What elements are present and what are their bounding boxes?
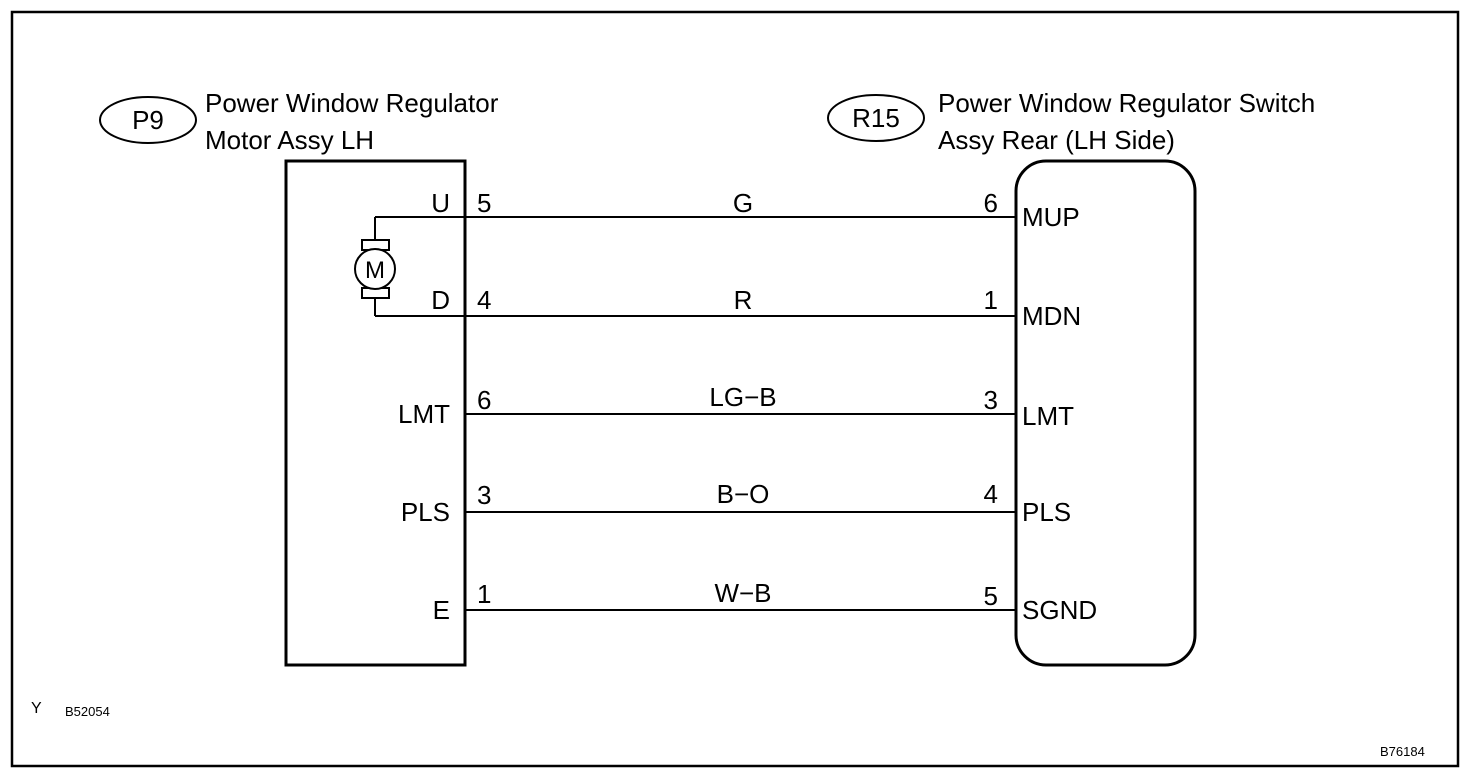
right-terminal-label: PLS [1022, 497, 1071, 527]
component-name-right-line2: Assy Rear (LH Side) [938, 125, 1175, 155]
left-terminal-label: PLS [401, 497, 450, 527]
wire-color-code: W−B [714, 578, 771, 608]
right-terminal-label: LMT [1022, 401, 1074, 431]
left-pin-number: 6 [477, 385, 491, 415]
wire-row: PLS 3 B−O 4 PLS [401, 479, 1071, 527]
component-name-left-line2: Motor Assy LH [205, 125, 374, 155]
wire-color-code: LG−B [709, 382, 776, 412]
connector-id-oval-left [99, 96, 197, 144]
right-pin-number: 3 [984, 385, 998, 415]
footer-ref-left: B52054 [65, 704, 110, 719]
left-pin-number: 3 [477, 480, 491, 510]
right-pin-number: 4 [984, 479, 998, 509]
motor-label: M [365, 257, 385, 284]
left-pin-number: 4 [477, 285, 491, 315]
left-pin-number: 1 [477, 579, 491, 609]
left-pin-number: 5 [477, 188, 491, 218]
left-terminal-label: LMT [398, 399, 450, 429]
wire-color-code: R [734, 285, 753, 315]
component-name-right-line1: Power Window Regulator Switch [938, 88, 1315, 118]
connector-id-oval-right [827, 94, 925, 142]
right-pin-number: 6 [984, 188, 998, 218]
motor-circle [354, 248, 396, 290]
connector-id-left: P9 [132, 105, 164, 135]
right-terminal-label: MUP [1022, 202, 1080, 232]
left-terminal-label: U [431, 188, 450, 218]
wire-row: U 5 G 6 MUP [375, 188, 1080, 232]
left-terminal-label: D [431, 285, 450, 315]
right-terminal-label: MDN [1022, 301, 1081, 331]
right-pin-number: 1 [984, 285, 998, 315]
wire-row: D 4 R 1 MDN [375, 285, 1081, 331]
motor-symbol: M [354, 217, 396, 316]
right-pin-number: 5 [984, 581, 998, 611]
component-name-left-line1: Power Window Regulator [205, 88, 499, 118]
wire-row: E 1 W−B 5 SGND [433, 578, 1097, 625]
right-terminal-label: SGND [1022, 595, 1097, 625]
wire-color-code: G [733, 188, 753, 218]
wire-row: LMT 6 LG−B 3 LMT [398, 382, 1074, 431]
connector-id-right: R15 [852, 103, 900, 133]
wire-color-code: B−O [717, 479, 770, 509]
footer-marker: Y [31, 700, 42, 717]
footer-ref-right: B76184 [1380, 744, 1425, 759]
left-terminal-label: E [433, 595, 450, 625]
diagram-frame [10, 10, 1460, 768]
